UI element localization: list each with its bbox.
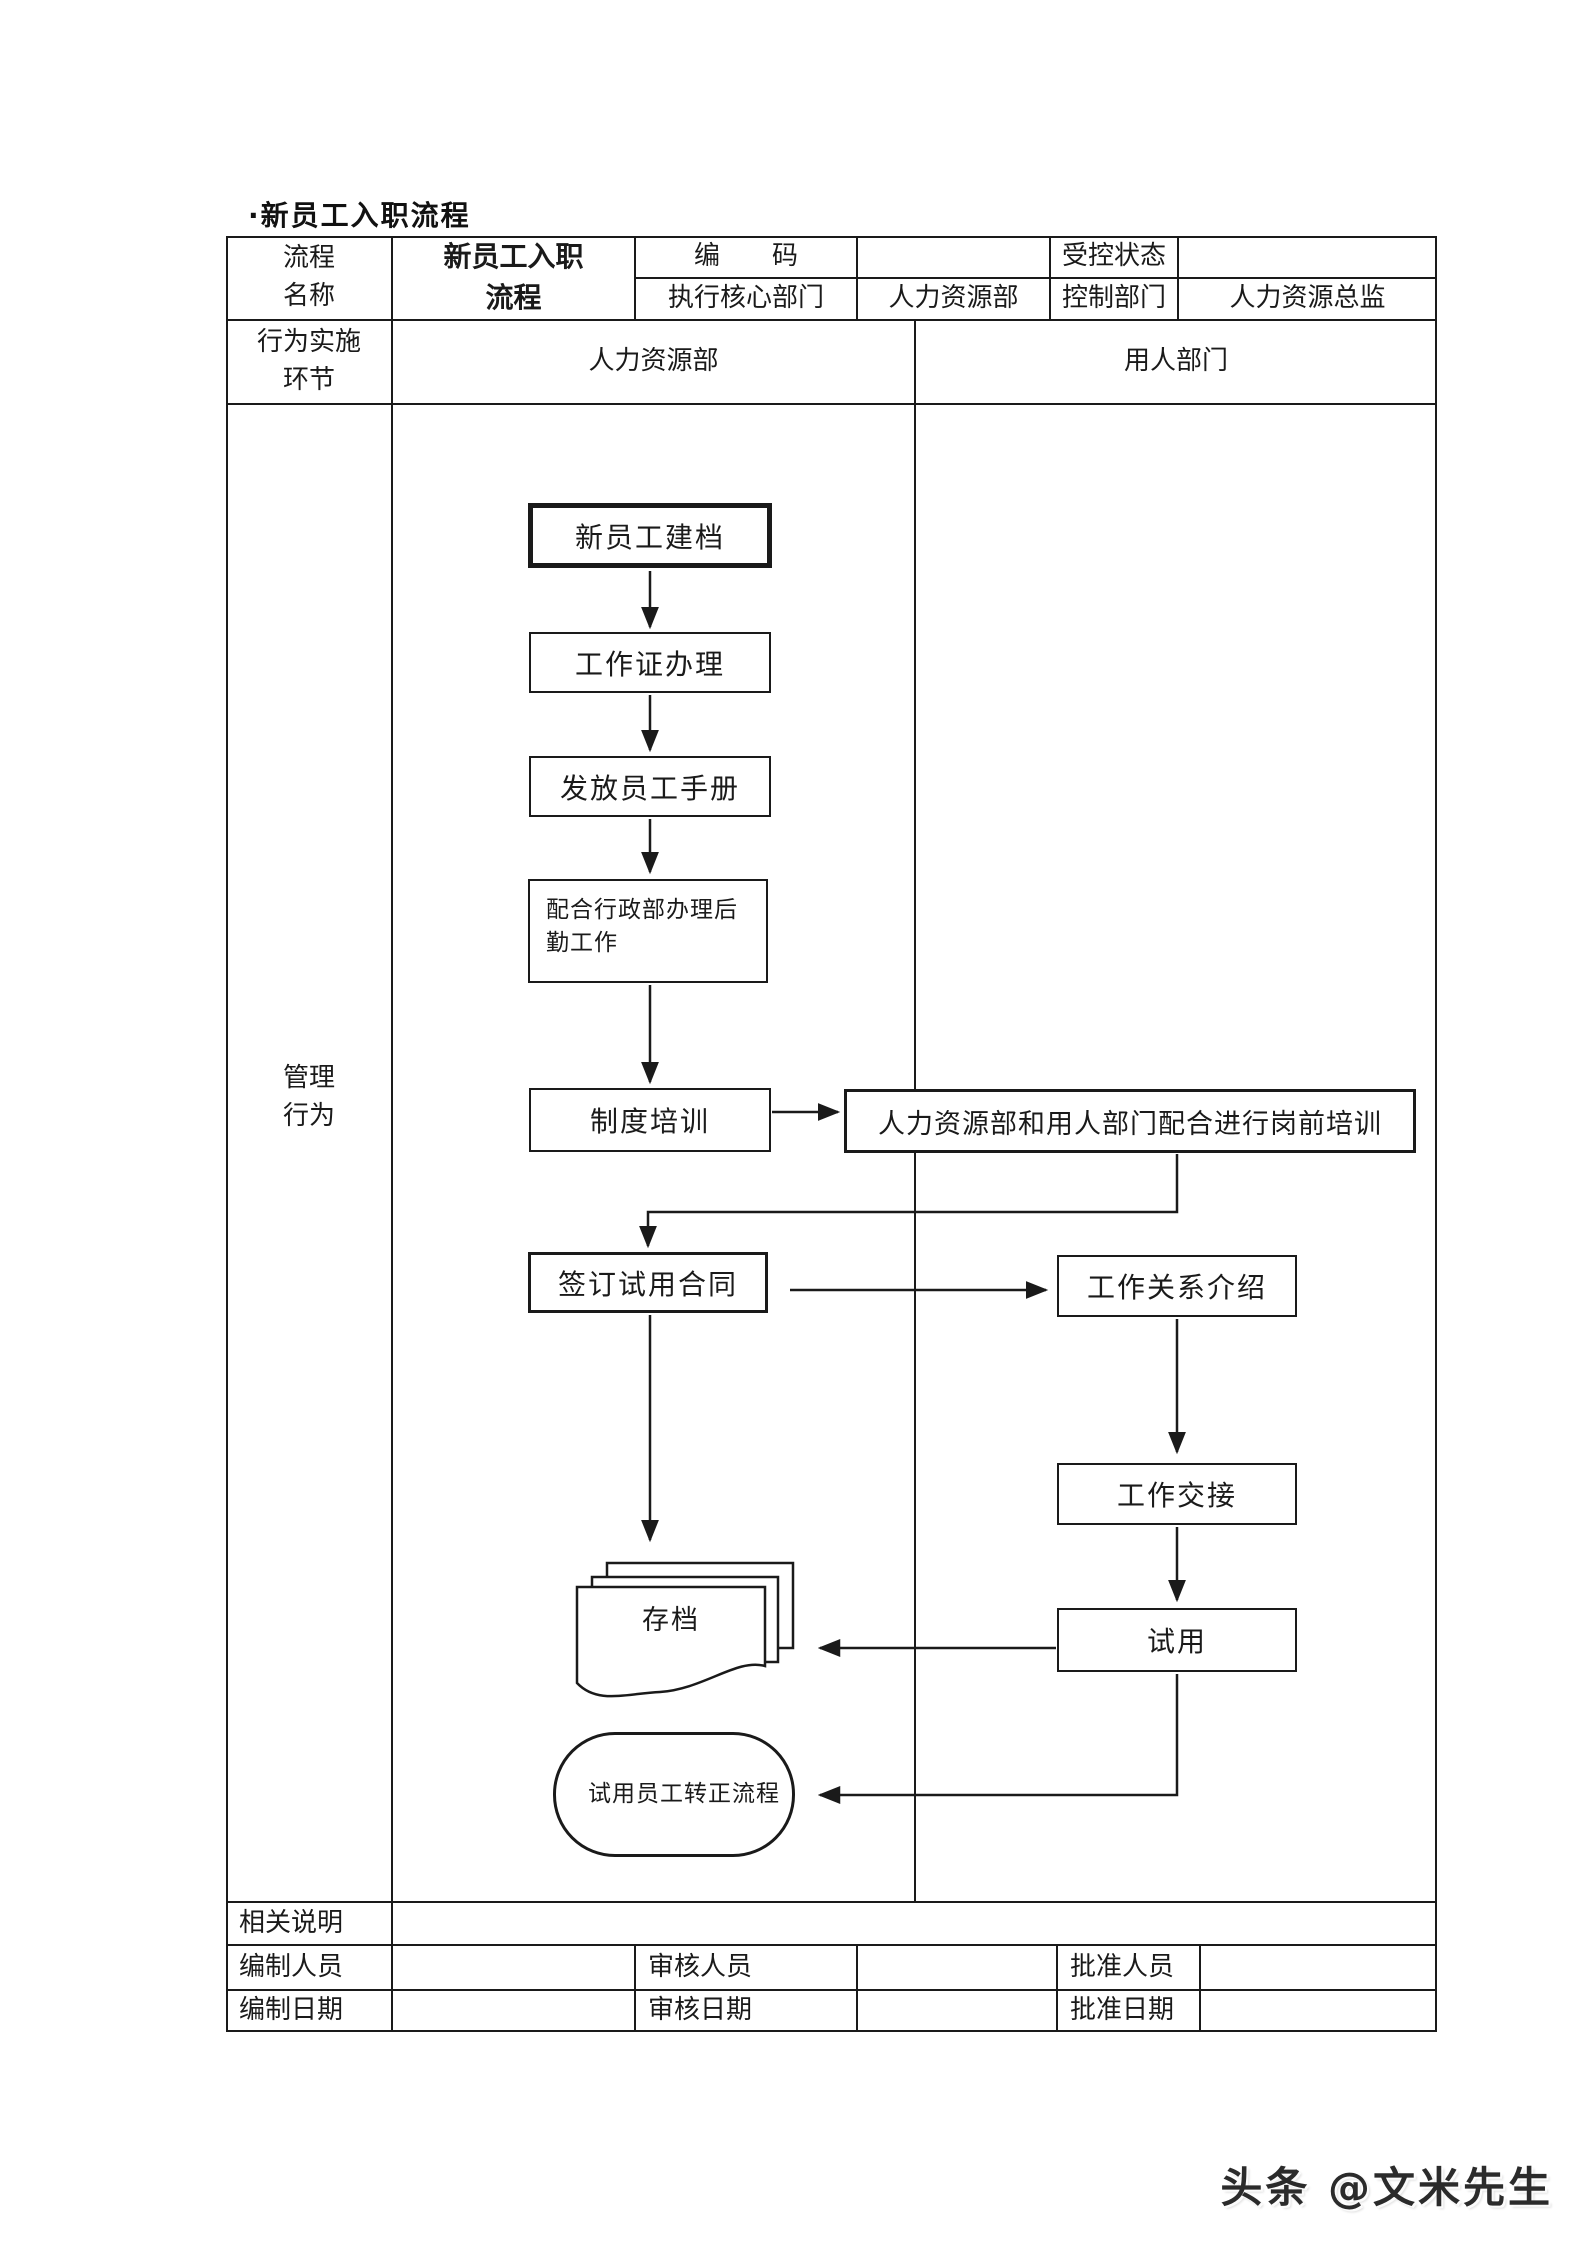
exec-dept-label-cell: 执行核心部门 [667, 283, 824, 314]
prepared-by-label-cell: 编制人员 [239, 1951, 344, 1982]
prepared-by-value-cell [392, 1945, 635, 1990]
process-name-label-cell: 流程名称 [226, 236, 392, 320]
lane-row-label-cell: 行为实施环节 [226, 320, 392, 404]
flow-node-logistics-support: 配合行政部办理后勤工作 [528, 879, 768, 983]
control-dept-label-cell: 控制部门 [1061, 283, 1166, 314]
control-dept-value-cell: 人力资源总监 [1229, 283, 1386, 314]
regularization-line2: 程 [756, 1781, 780, 1808]
prepared-date-label-cell: 编制日期 [239, 1995, 344, 2026]
lane-employing-header-cell: 用人部门 [1123, 346, 1228, 377]
logistics-line1: 配合行政部办理后 [546, 897, 738, 923]
management-label-line1: 管理 [282, 1063, 335, 1094]
logistics-line2: 勤工作 [546, 930, 618, 957]
flow-node-probation-contract: 签订试用合同 [528, 1252, 768, 1313]
flow-node-work-handover: 工作交接 [1057, 1463, 1297, 1525]
flow-node-create-employee-file: 新员工建档 [528, 503, 772, 568]
flow-node-employee-handbook: 发放员工手册 [529, 756, 771, 817]
process-name-label-line1: 流程 [282, 243, 335, 274]
approved-date-label-cell: 批准日期 [1070, 1995, 1175, 2026]
management-label-line2: 行为 [282, 1101, 335, 1131]
flow-connector-arrows [639, 571, 1186, 1804]
code-value-cell [857, 236, 1050, 278]
table-grid [226, 236, 1437, 2032]
reviewed-by-value-cell [857, 1945, 1057, 1990]
lane-row-label-line2: 环节 [282, 365, 335, 395]
regularization-line1: 试用员工转正流 [588, 1781, 756, 1808]
controlled-status-label-cell: 受控状态 [1061, 241, 1166, 272]
flow-node-joint-pre-job-training: 人力资源部和用人部门配合进行岗前培训 [844, 1089, 1416, 1153]
exec-dept-value-cell: 人力资源部 [888, 283, 1019, 314]
reviewed-date-label-cell: 审核日期 [648, 1995, 753, 2026]
flow-node-work-relationship-intro: 工作关系介绍 [1057, 1255, 1297, 1317]
process-name-label-line2: 名称 [282, 281, 335, 311]
flow-node-work-permit: 工作证办理 [529, 632, 771, 693]
reviewed-by-label-cell: 审核人员 [648, 1951, 753, 1982]
process-name-value-line1: 新员工入职 [443, 240, 584, 274]
controlled-status-value-cell [1178, 236, 1437, 278]
flow-node-probation: 试用 [1057, 1608, 1297, 1672]
related-notes-value-cell [392, 1902, 1437, 1945]
related-notes-label-cell: 相关说明 [239, 1907, 344, 1938]
page-title: ·新员工入职流程 [248, 199, 471, 232]
reviewed-date-value-cell [857, 1990, 1057, 2032]
process-name-value-cell: 新员工入职流程 [392, 236, 635, 320]
code-label-cell: 编 码 [693, 241, 798, 272]
approved-by-label-cell: 批准人员 [1070, 1951, 1175, 1982]
management-behavior-label: 管理行为 [226, 1048, 392, 1148]
flow-node-regularization-process: 试用员工转正流程 [553, 1732, 795, 1857]
flow-node-system-training: 制度培训 [529, 1088, 771, 1152]
flow-node-archive-label: 存档 [642, 1605, 700, 1636]
prepared-date-value-cell [392, 1990, 635, 2032]
toutiao-watermark: 头条 @文米先生 [1220, 2163, 1553, 2212]
process-name-value-line2: 流程 [485, 281, 542, 314]
lane-hr-header-cell: 人力资源部 [588, 346, 719, 377]
archive-document-stack-shape [575, 1561, 795, 1698]
approved-by-value-cell [1200, 1945, 1437, 1990]
approved-date-value-cell [1200, 1990, 1437, 2032]
lane-row-label-line1: 行为实施 [256, 327, 361, 358]
